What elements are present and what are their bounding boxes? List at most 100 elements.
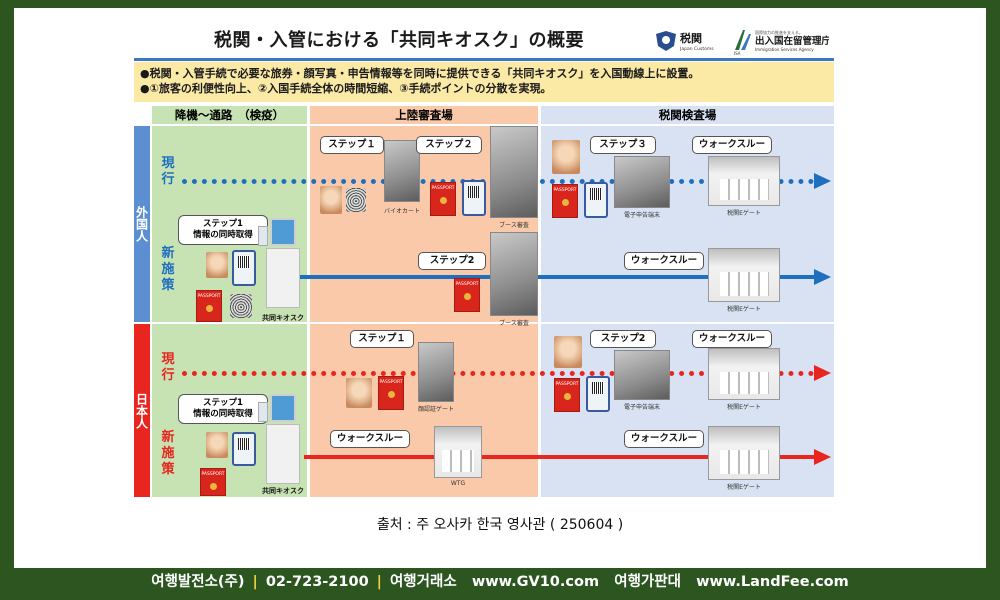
passport-icon: PASSPORT [196,290,222,322]
qr-phone-icon [586,376,610,412]
e-terminal-photo [614,350,670,400]
passport-icon: PASSPORT [378,376,404,410]
foreign-new-label: 新施策 [161,246,175,293]
face-photo [554,336,582,368]
kiosk-diagram: 税関・入管における「共同キオスク」の概要 税関 Japan Customs IS… [134,22,834,497]
booth-caption: ブース審査 [499,320,529,327]
fingerprint-icon [346,188,366,212]
kiosk-machine [258,218,304,310]
isa-logo-text: 出入国在留管理庁 [755,35,829,47]
e-terminal-caption: 電子申告端末 [623,404,660,411]
face-photo [346,378,372,408]
face-photo [206,252,228,278]
customs-egate-photo [708,248,780,302]
footer-site1-link[interactable]: www.GV10.com [471,574,600,590]
face-photo [552,140,580,174]
kiosk-step-label: ステップ1 [203,219,243,229]
isa-logo-tagline: 国際協力の推進を支える。 [755,29,803,35]
walkthrough-callout: ウォークスルー [330,430,410,448]
step-callout: ステップ１ [350,330,414,348]
customs-egate-photo [708,156,780,206]
booth-photo [490,126,538,218]
step-callout: ステップ１ [320,136,384,154]
zone-header-quarantine: 降機～通路 （検疫） [152,106,307,124]
japanese-new-flow-line [304,455,814,459]
foreign-current-label: 現行 [161,156,175,187]
row-label-japanese: 日本人 [134,324,150,497]
footer-company: 여행발전소(주) [151,574,245,590]
kiosk-caption: 共同キオスク [262,487,304,495]
walkthrough-callout: ウォークスルー [692,330,772,348]
passport-icon: PASSPORT [554,378,580,412]
kiosk-machine [258,394,304,486]
passport-icon: PASSPORT [552,184,578,218]
biocart-caption: バイオカート [383,208,420,215]
step-callout: ステップ2 [418,252,486,270]
footer-site2-label: 여행가판대 [614,574,681,590]
qr-phone-icon [232,250,256,286]
content-panel: 税関・入管における「共同キオスク」の概要 税関 Japan Customs IS… [14,8,986,568]
face-gate-caption: 顔認証ゲート [417,406,454,413]
note-line: ●税関・入管手続で必要な旅券・顔写真・申告情報等を同時に提供できる「共同キオスク… [140,67,700,80]
foreign-new-arrowhead [814,269,831,285]
face-photo [320,186,342,214]
japanese-current-arrowhead [814,365,831,381]
row-divider [134,322,834,324]
kiosk-info-box: ステップ1 情報の同時取得 [178,215,268,245]
customs-egate-photo [708,348,780,400]
passport-icon: PASSPORT [200,468,226,496]
customs-logo-sub: Japan Customs [679,46,714,52]
kiosk-step-desc: 情報の同時取得 [193,230,253,240]
isa-logo: ISA 国際協力の推進を支える。 出入国在留管理庁 Immigration Se… [734,29,829,56]
passport-icon: PASSPORT [454,278,480,312]
japanese-new-label: 新施策 [161,430,175,477]
wtg-caption: WTG [450,480,466,487]
biocart-photo [384,140,420,202]
japan-customs-logo: 税関 Japan Customs [656,31,714,52]
customs-egate-photo [708,426,780,480]
japanese-current-label: 現行 [161,352,175,383]
booth-photo [490,232,538,316]
zone-header-customs: 税関検査場 [541,106,834,124]
footer-bar: 여행발전소(주)|02-723-2100|여행거래소 www.GV10.com … [151,574,849,590]
kiosk-step-label: ステップ1 [203,398,243,408]
zone-header-immigration: 上陸審査場 [310,106,538,124]
passport-icon: PASSPORT [430,182,456,216]
row-label-foreign: 外国人 [134,126,150,322]
customs-egate-caption: 税関Eゲート [727,404,761,411]
customs-egate-caption: 税関Eゲート [727,210,761,217]
japanese-current-flow-line [182,371,814,376]
kiosk-step-desc: 情報の同時取得 [193,409,253,419]
step-callout: ステップ2 [590,330,656,348]
walkthrough-callout: ウォークスルー [624,252,704,270]
e-terminal-photo [614,156,670,208]
wtg-gate-photo [434,426,482,478]
step-callout: ステップ３ [590,136,656,154]
isa-logo-sub: Immigration Services Agency [755,47,814,52]
footer-phone: 02-723-2100 [265,574,369,590]
step-callout: ステップ２ [416,136,482,154]
foreign-current-arrowhead [814,173,831,189]
face-gate-photo [418,342,454,402]
kiosk-info-box: ステップ1 情報の同時取得 [178,394,268,424]
japanese-new-arrowhead [814,449,831,465]
isa-logo-small: ISA [734,51,741,56]
customs-egate-caption: 税関Eゲート [727,306,761,313]
diagram-title: 税関・入管における「共同キオスク」の概要 [214,30,584,51]
kiosk-caption: 共同キオスク [262,314,304,322]
customs-egate-caption: 税関Eゲート [727,484,761,491]
e-terminal-caption: 電子申告端末 [623,212,660,219]
booth-caption: ブース審査 [499,222,529,229]
qr-phone-icon [584,182,608,218]
title-underline [134,58,834,61]
footer-site2-link[interactable]: www.LandFee.com [696,574,849,590]
walkthrough-callout: ウォークスルー [692,136,772,154]
foreign-new-flow-line [294,275,814,279]
face-photo [206,432,228,458]
qr-phone-icon [462,180,486,216]
customs-logo-text: 税関 [680,31,702,45]
walkthrough-callout: ウォークスルー [624,430,704,448]
notes-box: ●税関・入管手続で必要な旅券・顔写真・申告情報等を同時に提供できる「共同キオスク… [134,62,834,102]
footer-site1-label: 여행거래소 [389,574,457,590]
note-line: ●①旅客の利便性向上、②入国手続全体の時間短縮、③手続ポイントの分散を実現。 [140,82,552,95]
